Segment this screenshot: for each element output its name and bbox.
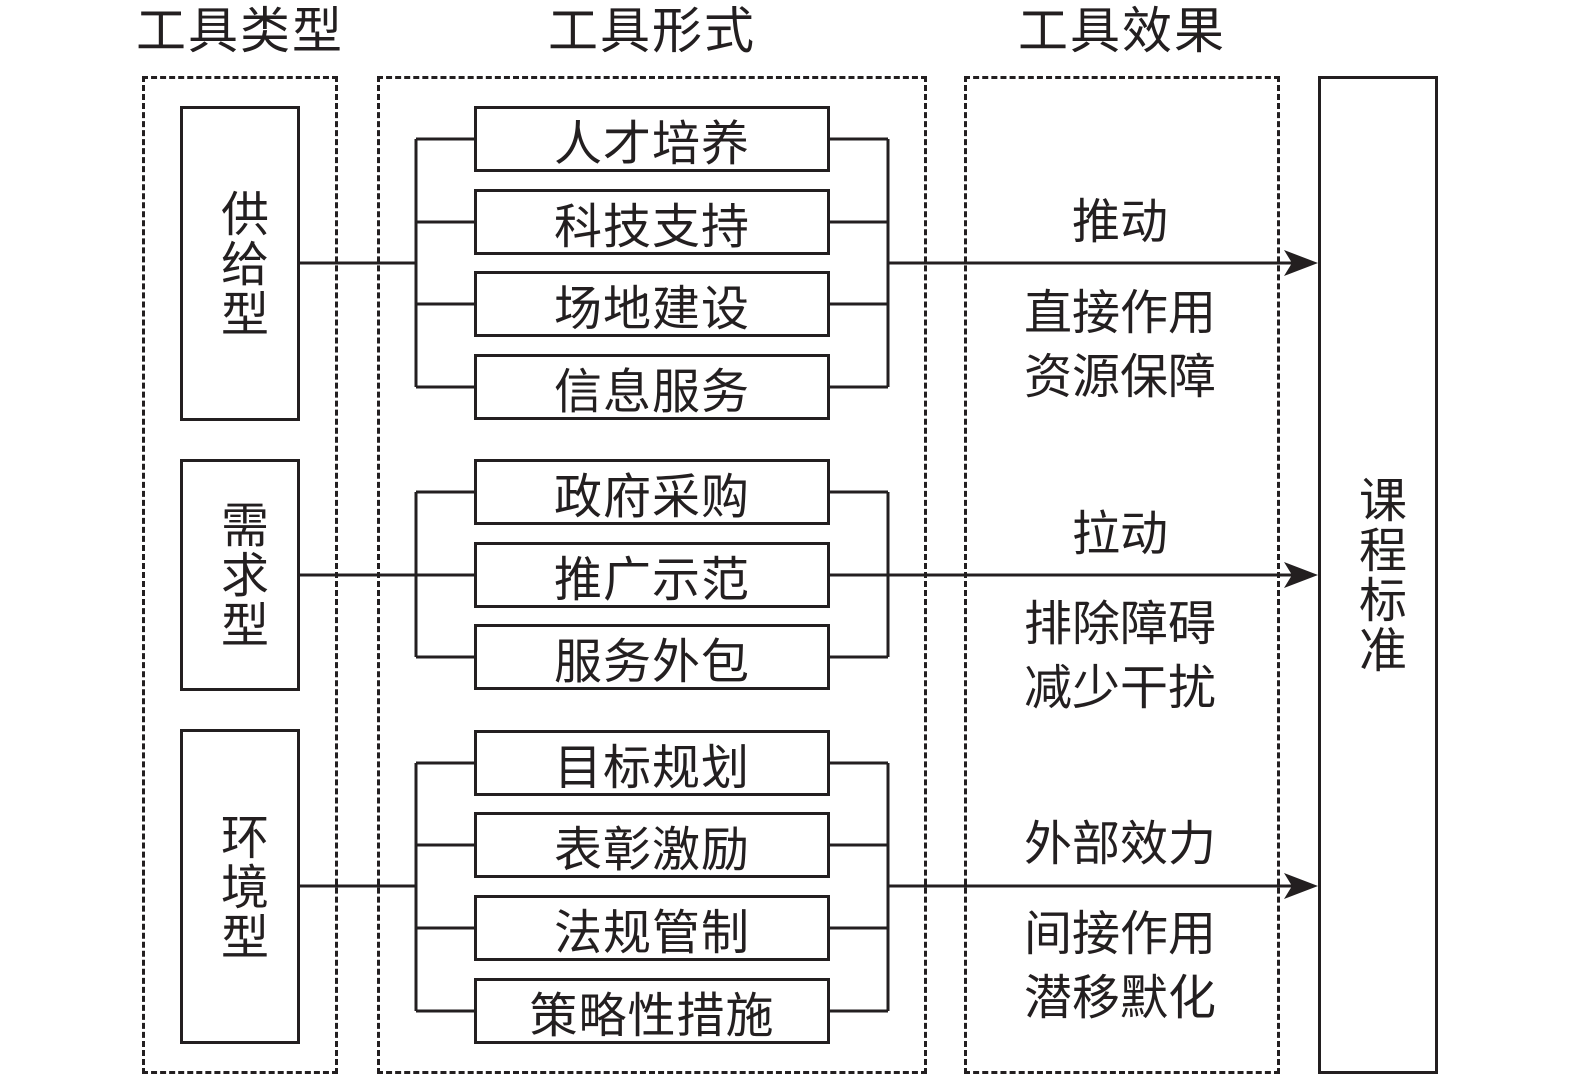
form-box: 场地建设 — [474, 271, 830, 337]
header-tool-form: 工具形式 — [548, 2, 756, 60]
effect-sub-label: 间接作用 — [1023, 906, 1216, 962]
form-box: 推广示范 — [474, 542, 830, 608]
arrow-head — [1284, 250, 1318, 276]
effect-main-label: 推动 — [1071, 194, 1168, 250]
header-tool-type: 工具类型 — [136, 2, 344, 60]
arrow-head — [1284, 562, 1318, 588]
type-label: 供给型 — [212, 188, 268, 339]
type-label: 环境型 — [212, 811, 268, 962]
effect-sub-label: 排除障碍 — [1023, 596, 1216, 652]
type-box-demand: 需求型 — [180, 459, 300, 691]
arrow-head — [1284, 873, 1318, 899]
target-label: 课程标准 — [1350, 475, 1406, 675]
target-box: 课程标准 — [1318, 76, 1438, 1074]
effect-main-label: 外部效力 — [1023, 816, 1216, 872]
effect-main-label: 拉动 — [1071, 506, 1168, 562]
effect-sub-label: 减少干扰 — [1023, 660, 1216, 716]
effect-sub-label: 资源保障 — [1023, 349, 1216, 405]
form-box: 政府采购 — [474, 459, 830, 525]
effect-sub-label: 直接作用 — [1023, 285, 1216, 341]
type-label: 需求型 — [212, 500, 268, 650]
form-box: 服务外包 — [474, 624, 830, 690]
form-box: 策略性措施 — [474, 978, 830, 1044]
form-box: 人才培养 — [474, 106, 830, 172]
form-box: 法规管制 — [474, 895, 830, 961]
header-tool-effect: 工具效果 — [1018, 2, 1226, 60]
form-box: 目标规划 — [474, 730, 830, 796]
type-box-environment: 环境型 — [180, 729, 300, 1044]
type-box-supply: 供给型 — [180, 106, 300, 421]
effect-sub-label: 潜移默化 — [1023, 970, 1216, 1026]
form-box: 科技支持 — [474, 189, 830, 255]
form-box: 信息服务 — [474, 354, 830, 420]
form-box: 表彰激励 — [474, 812, 830, 878]
